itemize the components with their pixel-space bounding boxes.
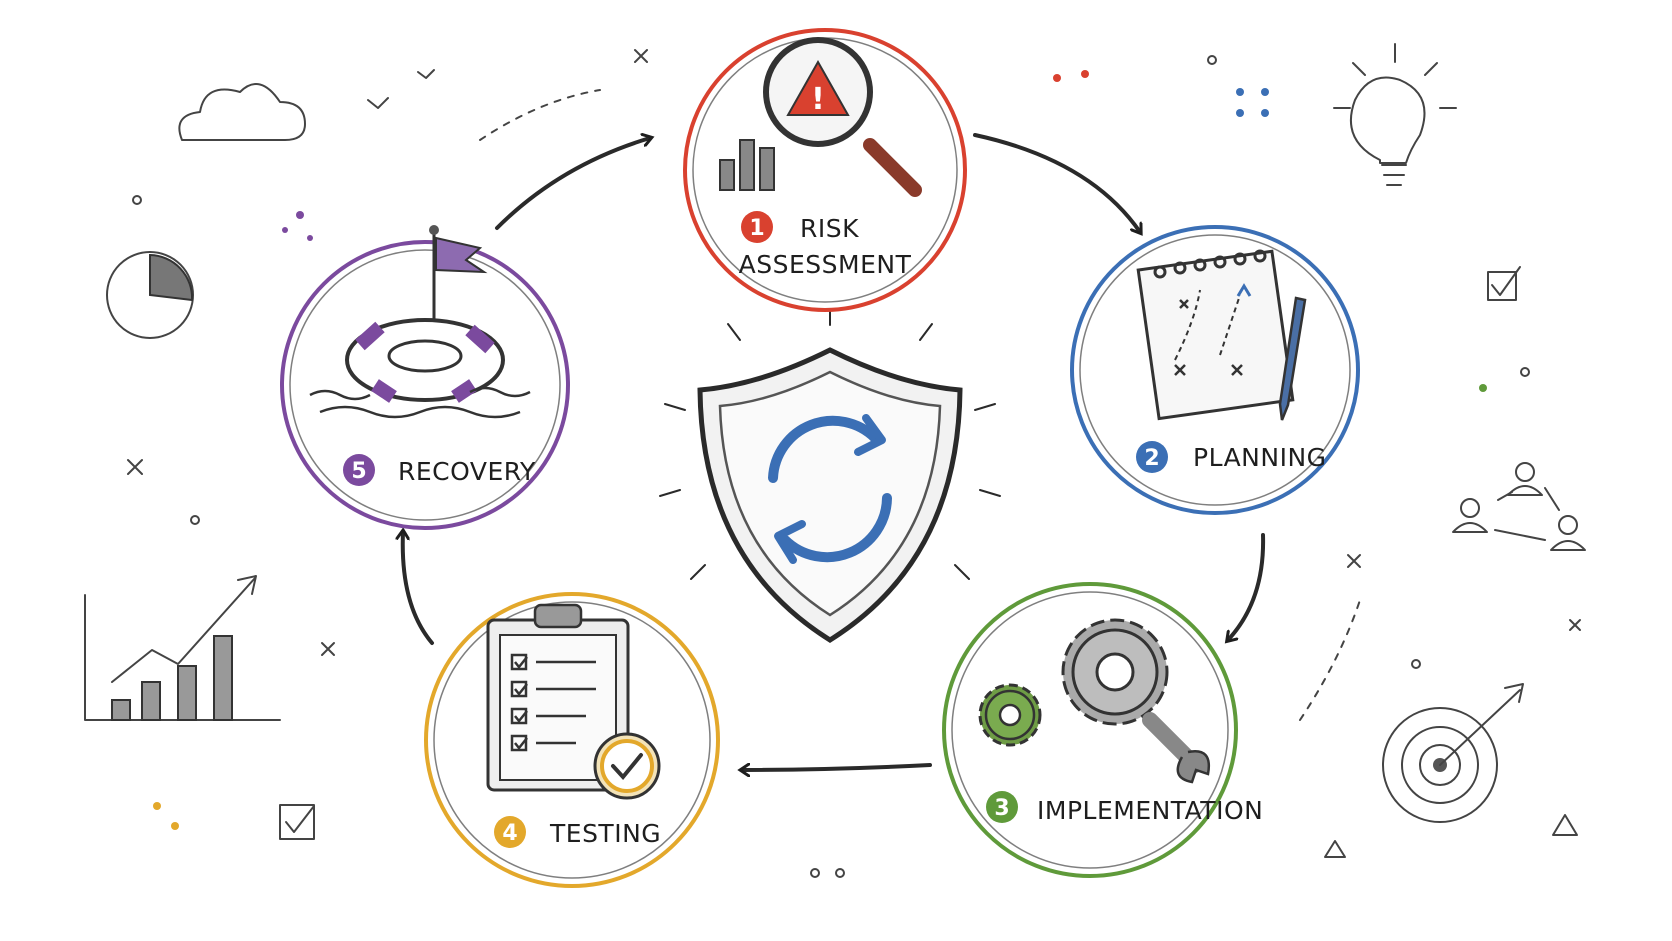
stage-risk-assessment: ! 1 RISK ASSESSMENT bbox=[683, 28, 967, 312]
checkbox-icon bbox=[1487, 266, 1521, 301]
shield-refresh-icon bbox=[768, 414, 892, 564]
stage-2-label: PLANNING bbox=[1193, 443, 1327, 472]
stage-2-badge bbox=[1136, 441, 1168, 473]
clipboard-checklist-icon bbox=[486, 603, 661, 800]
growth-chart-icon bbox=[84, 575, 281, 721]
stage-3-number: 3 bbox=[994, 796, 1009, 821]
stage-3-badge bbox=[986, 791, 1018, 823]
stage-testing: 4 TESTING bbox=[424, 592, 720, 888]
magnifier-warning-icon: ! bbox=[719, 37, 922, 197]
stage-1-label-line-1: RISK bbox=[800, 214, 859, 243]
lifebuoy-flag-icon bbox=[309, 225, 531, 419]
cloud-icon bbox=[178, 83, 306, 141]
checkbox-icon bbox=[279, 804, 315, 840]
stage-5-label: RECOVERY bbox=[398, 457, 536, 486]
bird-icon bbox=[417, 69, 435, 79]
arrow-1-to-2 bbox=[973, 133, 1140, 232]
svg-text:!: ! bbox=[811, 82, 825, 117]
notebook-plan-icon bbox=[1136, 249, 1307, 421]
arrow-4-to-5 bbox=[403, 532, 434, 645]
bird-icon bbox=[367, 97, 389, 109]
target-icon bbox=[1382, 683, 1524, 823]
stage-2-number: 2 bbox=[1144, 446, 1159, 471]
arrow-3-to-4 bbox=[742, 765, 932, 770]
lightbulb-icon bbox=[1333, 43, 1457, 186]
stage-1-label-line-2: ASSESSMENT bbox=[739, 250, 912, 279]
arrow-2-to-3 bbox=[1228, 533, 1266, 640]
stage-implementation: 3 IMPLEMENTATION bbox=[942, 582, 1263, 878]
gears-wrench-icon bbox=[978, 618, 1211, 784]
cycle-arrows bbox=[403, 133, 1266, 770]
stage-1-number: 1 bbox=[749, 216, 764, 241]
stage-3-label: IMPLEMENTATION bbox=[1037, 796, 1263, 825]
stage-1-badge bbox=[741, 211, 773, 243]
stage-5-badge bbox=[343, 454, 375, 486]
center-shield bbox=[659, 304, 1001, 643]
background-doodles bbox=[84, 43, 1586, 878]
team-network-icon bbox=[1452, 462, 1586, 551]
pie-chart-icon bbox=[106, 251, 194, 339]
stage-planning: 2 PLANNING bbox=[1070, 225, 1360, 515]
arrow-5-to-1 bbox=[495, 138, 650, 230]
stage-5-number: 5 bbox=[351, 459, 366, 484]
stage-4-number: 4 bbox=[502, 821, 517, 846]
stage-4-label: TESTING bbox=[549, 819, 661, 848]
stage-4-badge bbox=[494, 816, 526, 848]
stage-recovery: 5 RECOVERY bbox=[280, 225, 570, 530]
